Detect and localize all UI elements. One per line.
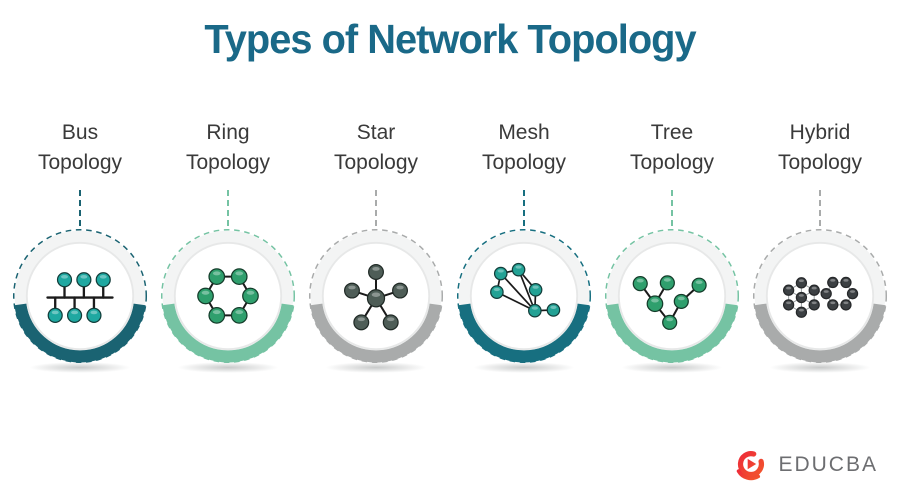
dashed-connector-line: [227, 190, 229, 226]
circle-shadow: [769, 362, 871, 373]
bus-topology-icon: [12, 228, 148, 364]
dashed-connector-line: [671, 190, 673, 226]
circle-shadow: [473, 362, 575, 373]
topology-name: Mesh: [498, 121, 550, 144]
educba-logo-icon: [737, 451, 765, 481]
topology-label-word: Topology: [777, 151, 863, 174]
topology-name: Tree: [650, 121, 694, 144]
topology-label-word: Topology: [37, 151, 123, 174]
circle-shadow: [29, 362, 131, 373]
dashed-connector-line: [79, 190, 81, 226]
dashed-connector-line: [523, 190, 525, 226]
topology-name: Star: [356, 121, 396, 144]
topology-label-word: Topology: [481, 151, 567, 174]
circle-shadow: [621, 362, 723, 373]
circle-shadow: [325, 362, 427, 373]
tree-topology-icon: [604, 228, 740, 364]
dashed-connector-line: [375, 190, 377, 226]
topology-name: Hybrid: [789, 121, 851, 144]
topology-label-word: Topology: [185, 151, 271, 174]
dashed-connector-line: [819, 190, 821, 226]
hybrid-topology-icon: [752, 228, 888, 364]
circle-shadow: [177, 362, 279, 373]
educba-logo-text: EDUCBA: [778, 453, 878, 476]
educba-logo: EDUCBA: [732, 446, 878, 484]
topology-label-word: Topology: [629, 151, 715, 174]
ring-topology-icon: [160, 228, 296, 364]
topology-name: Ring: [206, 121, 250, 144]
topology-name: Bus: [61, 121, 99, 144]
page-title: Types of Network Topology: [204, 16, 696, 62]
topology-label-word: Topology: [333, 151, 419, 174]
mesh-topology-icon: [456, 228, 592, 364]
star-topology-icon: [308, 228, 444, 364]
